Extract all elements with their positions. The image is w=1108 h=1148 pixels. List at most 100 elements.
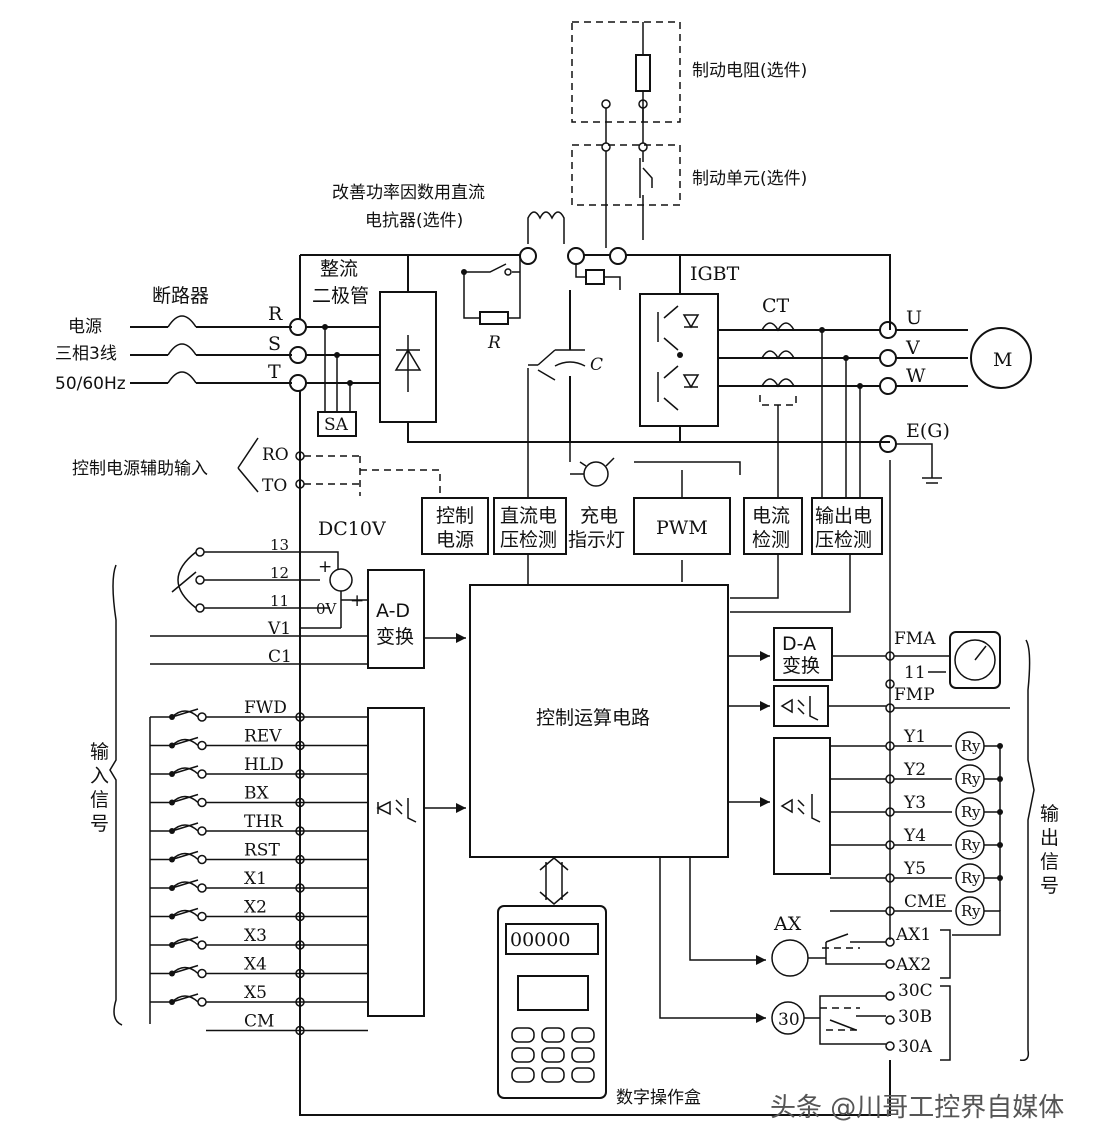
rectifier-label-2: 二极管 — [312, 285, 369, 307]
terminal-FMA-label: FMA — [894, 629, 936, 649]
terminal-y4-label: Y4 — [903, 826, 926, 846]
terminal-V — [879, 349, 897, 367]
terminal-x5-label: X5 — [244, 983, 267, 1003]
terminal-12-label: 12 — [270, 564, 289, 582]
terminal-y1-label: Y1 — [903, 727, 926, 747]
control-circuit-block — [469, 584, 729, 858]
charge-label-1: 充电 — [580, 505, 618, 527]
terminal-thr-label: THR — [244, 812, 284, 832]
output-voltage-detect-block — [811, 497, 883, 555]
digital-input-hld: HLD — [150, 755, 368, 779]
keypad-key — [511, 1027, 535, 1043]
digital-input-x1: X1 — [150, 869, 368, 893]
brake-resistor-box — [571, 21, 681, 123]
keypad-key — [541, 1067, 565, 1083]
ad-label-2: 变换 — [376, 626, 414, 648]
terminal-W-label: W — [906, 365, 926, 387]
ct-label: CT — [762, 295, 790, 317]
resistor-label: R — [487, 333, 501, 353]
terminal-cme-label: CME — [904, 892, 947, 912]
terminal-30B-label: 30B — [898, 1007, 932, 1027]
terminal-V-label: V — [905, 337, 920, 359]
pwm-block — [633, 497, 731, 555]
power-label-3: 50/60Hz — [55, 374, 126, 394]
terminal-30A-label: 30A — [898, 1037, 933, 1057]
output-detect-label-2: 压检测 — [815, 529, 872, 551]
keypad-buttons — [511, 1027, 595, 1083]
dc10v-label: DC10V — [318, 518, 386, 540]
digital-input-cm: CM — [206, 1012, 368, 1036]
breaker-label: 断路器 — [152, 285, 209, 307]
terminal-fwd-label: FWD — [244, 698, 287, 718]
dc-detect-label-1: 直流电 — [500, 505, 557, 527]
potentiometer — [171, 547, 300, 613]
terminal-S-label: S — [268, 333, 281, 355]
dc-detect-label-2: 压检测 — [500, 529, 557, 551]
current-detect-label-2: 检测 — [752, 529, 790, 551]
terminal-U-label: U — [906, 307, 922, 329]
keypad-led-display — [505, 923, 599, 955]
terminal-x2-label: X2 — [244, 898, 267, 918]
input-signal-char-1: 输 — [90, 741, 109, 763]
sa-label: SA — [324, 415, 349, 435]
dc-reactor-label-1: 改善功率因数用直流 — [332, 183, 485, 203]
output-detect-label-1: 输出电 — [815, 505, 872, 527]
surge-absorber-SA — [317, 411, 357, 437]
digital-input-fwd: FWD — [150, 698, 368, 722]
control-circuit-label: 控制运算电路 — [536, 707, 650, 729]
input-signal-char-4: 号 — [90, 813, 109, 835]
ad-label-1: A-D — [376, 600, 410, 622]
terminal-30C-label: 30C — [898, 981, 933, 1001]
keypad-key — [511, 1047, 535, 1063]
digital-input-x4: X4 — [150, 955, 368, 979]
brake-unit-box — [571, 144, 681, 206]
terminal-bx-label: BX — [244, 784, 269, 804]
watermark: 头条 @川哥工控界自媒体 — [770, 1093, 1064, 1123]
motor — [970, 327, 1032, 389]
keypad-key — [511, 1067, 535, 1083]
digital-input-x5: X5 — [150, 983, 368, 1007]
terminal-x1-label: X1 — [244, 869, 267, 889]
relay-30-label: 30 — [778, 1010, 800, 1030]
da-label-1: D-A — [782, 633, 816, 655]
breaker-symbol — [130, 315, 292, 384]
charge-resistor — [479, 311, 509, 325]
ad-converter-block — [367, 569, 425, 669]
power-label-2: 三相3线 — [55, 344, 117, 364]
output-signal-char-4: 号 — [1040, 875, 1059, 897]
terminal-p1 — [519, 247, 537, 265]
keypad-key — [541, 1027, 565, 1043]
keypad-lcd — [517, 975, 589, 1011]
brake-resistor-symbol — [635, 54, 651, 92]
terminal-hld-label: HLD — [244, 755, 284, 775]
igbt-box — [639, 293, 719, 427]
svg-text:+: + — [318, 557, 332, 577]
terminal-y5-label: Y5 — [903, 859, 926, 879]
charge-indicator-lamp — [583, 461, 609, 487]
brake-unit-label: 制动单元(选件) — [692, 169, 807, 189]
terminal-13-label: 13 — [270, 536, 289, 554]
dc-reactor-label-2: 电抗器(选件) — [365, 211, 463, 231]
output-signal-char-3: 信 — [1040, 851, 1059, 873]
input-signal-char-3: 信 — [90, 789, 109, 811]
digital-input-x3: X3 — [150, 926, 368, 950]
control-power-label-1: 控制 — [436, 505, 474, 527]
da-label-2: 变换 — [782, 655, 820, 677]
terminal-W — [879, 377, 897, 395]
terminal-y3-label: Y3 — [903, 793, 926, 813]
da-converter-block — [773, 627, 833, 681]
terminal-R-label: R — [268, 303, 283, 325]
terminal-11b-label: 11 — [904, 663, 926, 683]
terminal-T-label: T — [268, 361, 281, 383]
terminal-rev-label: REV — [244, 727, 282, 747]
output-signal-char-1: 输 — [1040, 803, 1059, 825]
relay-coil-label: Ry — [961, 770, 981, 788]
charge-label-2: 指示灯 — [568, 529, 625, 551]
terminal-R — [289, 318, 307, 336]
